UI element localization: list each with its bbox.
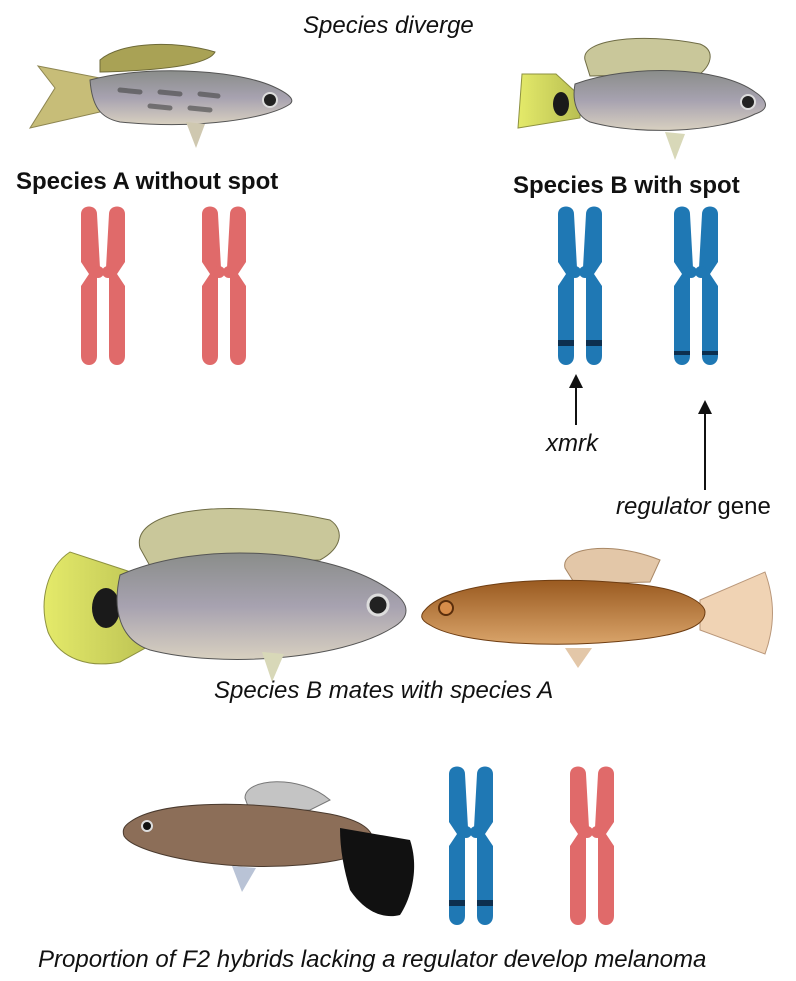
- fish-f2-hybrid-melanoma: [123, 782, 414, 916]
- chromosome-f2-red: [570, 767, 614, 926]
- fish-species-a-brown: [422, 548, 773, 668]
- chromosome-b-regulator: [674, 207, 718, 366]
- fish-species-b: [518, 38, 766, 160]
- chromosome-a-1: [81, 207, 125, 366]
- chromosome-b-xmrk: [558, 207, 602, 366]
- fish-species-b-large: [44, 509, 406, 682]
- fish-species-a: [30, 44, 292, 148]
- arrow-xmrk: [569, 374, 583, 425]
- chromosome-f2-blue: [449, 767, 493, 926]
- chromosome-a-2: [202, 207, 246, 366]
- arrow-regulator: [698, 400, 712, 490]
